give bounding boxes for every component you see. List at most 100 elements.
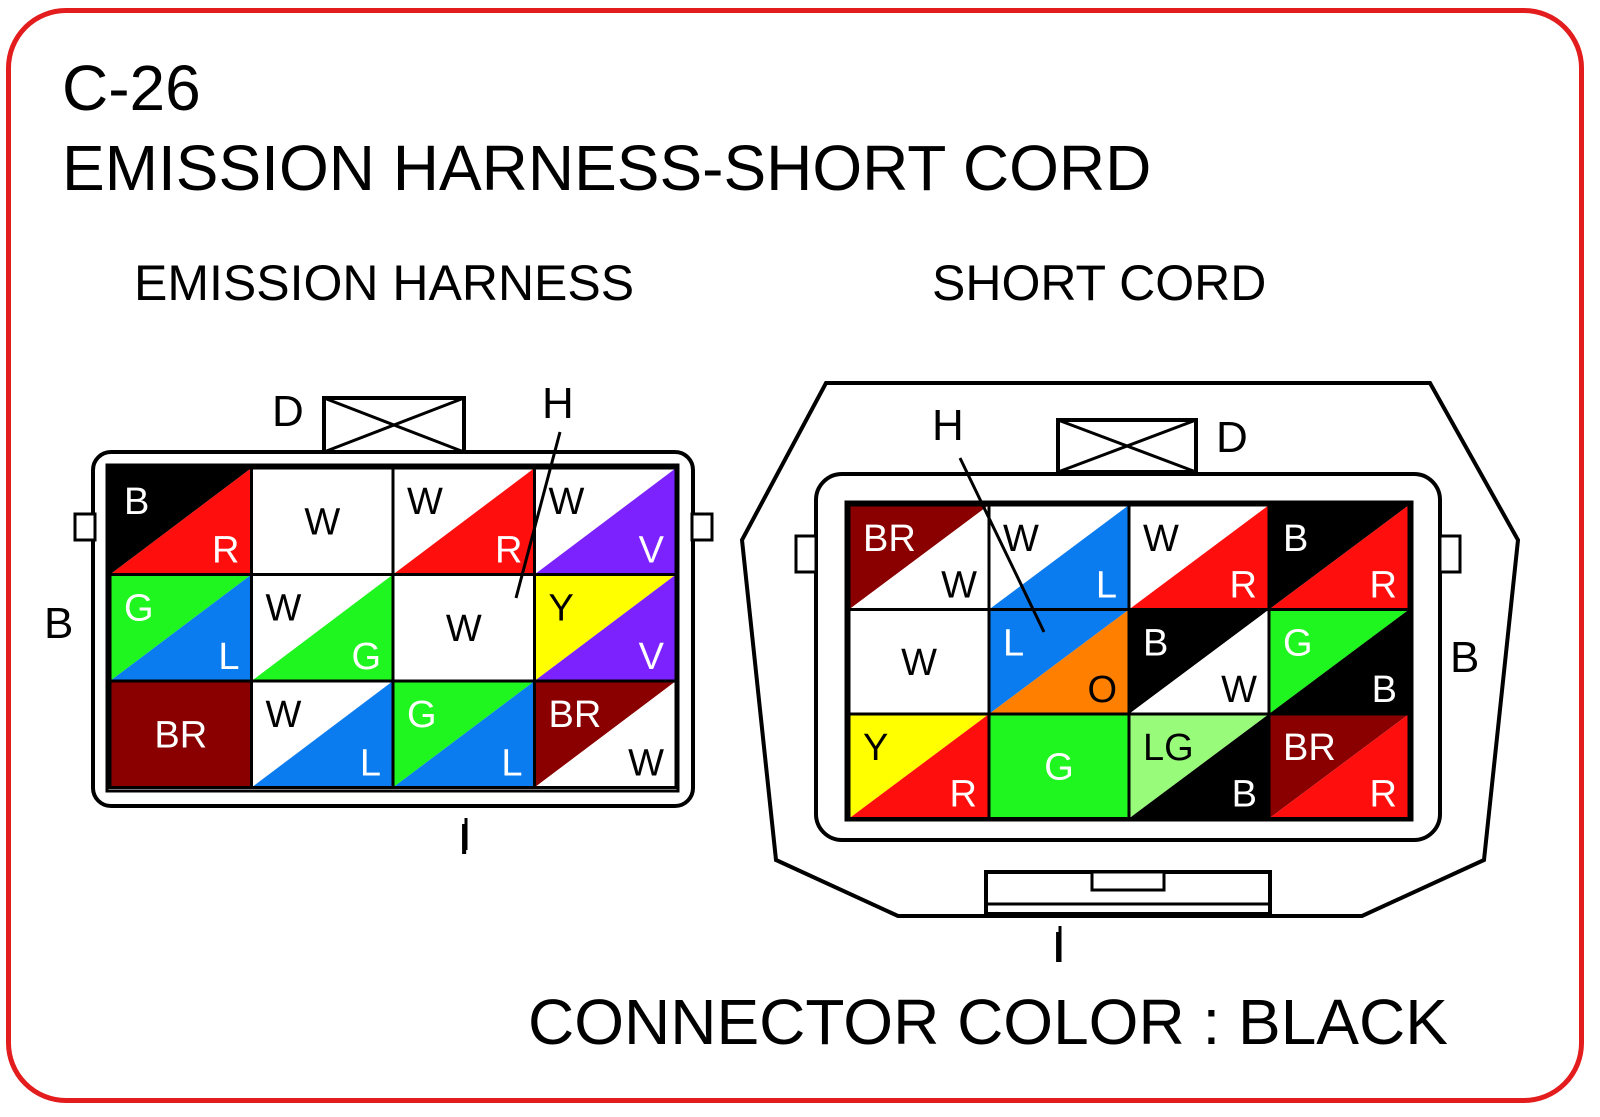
wire-stripe-color — [1269, 609, 1409, 714]
lock-tab — [322, 396, 466, 454]
bottom-marker-i: I — [458, 815, 471, 864]
emission-harness-terminal: BR — [108, 466, 253, 576]
wire-primary-label: BR — [863, 518, 916, 560]
wire-stripe-color — [251, 574, 393, 681]
wire-stripe-label: R — [950, 774, 977, 816]
wire-stripe-label: L — [501, 743, 522, 785]
wire-primary-label: Y — [863, 727, 888, 769]
emission-harness-terminal: W — [391, 573, 536, 683]
lock-marker-d: D — [1216, 413, 1248, 462]
short-cord-terminal: GB — [1267, 608, 1411, 716]
wire-stripe-label: L — [360, 743, 381, 785]
short-cord-terminal: BRR — [1267, 712, 1411, 820]
wire-stripe-color — [1129, 505, 1269, 610]
diagram-title: EMISSION HARNESS-SHORT CORD — [62, 132, 1152, 204]
wire-stripe-color — [849, 714, 989, 819]
wire-stripe-color — [393, 468, 535, 575]
connector-color-note: CONNECTOR COLOR : BLACK — [528, 986, 1448, 1058]
bottom-latch — [984, 870, 1272, 916]
short-cord-terminal: LO — [987, 608, 1131, 716]
wire-primary-label: LG — [1143, 727, 1194, 769]
wire-stripe-label: B — [1232, 774, 1257, 816]
wire-stripe-label: L — [218, 636, 239, 678]
wire-stripe-color — [110, 468, 252, 575]
wire-stripe-label: B — [1372, 669, 1397, 711]
wire-stripe-label: R — [1230, 565, 1257, 607]
wire-primary-label: B — [1143, 623, 1168, 665]
emission-harness-terminal: GL — [391, 679, 536, 789]
emission-harness-terminal: WR — [391, 466, 536, 576]
emission-harness-terminal: BR W — [533, 679, 678, 789]
wire-primary-label: BR — [549, 694, 602, 736]
h-leader-line — [514, 431, 562, 599]
h-leader-line — [958, 457, 1046, 633]
short-cord-terminal: WR — [1127, 503, 1271, 611]
wire-primary-label: G — [407, 694, 437, 736]
wire-stripe-color — [1269, 505, 1409, 610]
wire-stripe-label: O — [1087, 669, 1117, 711]
wire-label: W — [901, 642, 937, 684]
wire-stripe-color — [989, 609, 1129, 714]
wire-primary-label: L — [1003, 623, 1024, 665]
emission-harness-terminal: WL — [250, 679, 395, 789]
short-cord-terminal: W — [847, 608, 991, 716]
short-cord-terminal: BR — [1267, 503, 1411, 611]
wire-stripe-label: W — [628, 743, 664, 785]
wire-primary-label: W — [266, 588, 302, 630]
terminal-border — [533, 679, 678, 789]
wire-primary-label: W — [266, 694, 302, 736]
short-cord-terminal: LG B — [1127, 712, 1271, 820]
wire-label: BR — [154, 714, 207, 756]
wire-stripe-color — [393, 681, 535, 788]
wire-label: W — [304, 501, 340, 543]
short-cord-terminal: YR — [847, 712, 991, 820]
wire-stripe-label: R — [1370, 565, 1397, 607]
wire-stripe-color — [534, 574, 676, 681]
wire-primary-label: W — [549, 481, 585, 523]
wire-stripe-color — [1129, 609, 1269, 714]
wire-stripe-color — [989, 505, 1129, 610]
wire-solid-color — [989, 714, 1129, 819]
terminal-marker-h: H — [542, 379, 574, 428]
wire-stripe-label: G — [351, 636, 381, 678]
short-cord-terminal: BR W — [847, 503, 991, 611]
connector-id: C-26 — [62, 52, 201, 124]
wire-primary-label: W — [1003, 518, 1039, 560]
wire-stripe-color — [110, 574, 252, 681]
side-marker-b: B — [1450, 633, 1480, 682]
emission-harness-terminal: YV — [533, 573, 678, 683]
wire-solid-color — [251, 468, 393, 575]
wire-solid-color — [393, 574, 535, 681]
emission-harness-terminal: WG — [250, 573, 395, 683]
wire-stripe-color — [1269, 714, 1409, 819]
emission-harness-terminal: W — [250, 466, 395, 576]
wire-primary-label: W — [1143, 518, 1179, 560]
wire-label: W — [446, 608, 482, 650]
wire-primary-label: W — [407, 481, 443, 523]
lock-tab — [1056, 418, 1198, 474]
wire-stripe-label: V — [639, 636, 665, 678]
wire-stripe-color — [534, 468, 676, 575]
wire-stripe-label: V — [639, 530, 665, 572]
wire-stripe-color — [534, 681, 676, 788]
short-cord-label: SHORT CORD — [932, 255, 1267, 311]
wire-stripe-color — [1129, 714, 1269, 819]
short-cord-terminal: WL — [987, 503, 1131, 611]
wire-primary-label: B — [124, 481, 149, 523]
wire-primary-label: BR — [1283, 727, 1336, 769]
terminal-border — [1267, 712, 1411, 820]
wire-primary-label: G — [124, 588, 154, 630]
wire-primary-label: B — [1283, 518, 1308, 560]
wire-stripe-color — [251, 681, 393, 788]
short-cord-terminal: G — [987, 712, 1131, 820]
terminal-marker-h: H — [932, 401, 964, 450]
wire-stripe-label: W — [1221, 669, 1257, 711]
diagram-frame — [6, 8, 1584, 1103]
wire-primary-label: Y — [549, 588, 574, 630]
lock-marker-d: D — [272, 387, 304, 436]
wire-stripe-label: R — [212, 530, 239, 572]
wire-stripe-label: W — [941, 565, 977, 607]
